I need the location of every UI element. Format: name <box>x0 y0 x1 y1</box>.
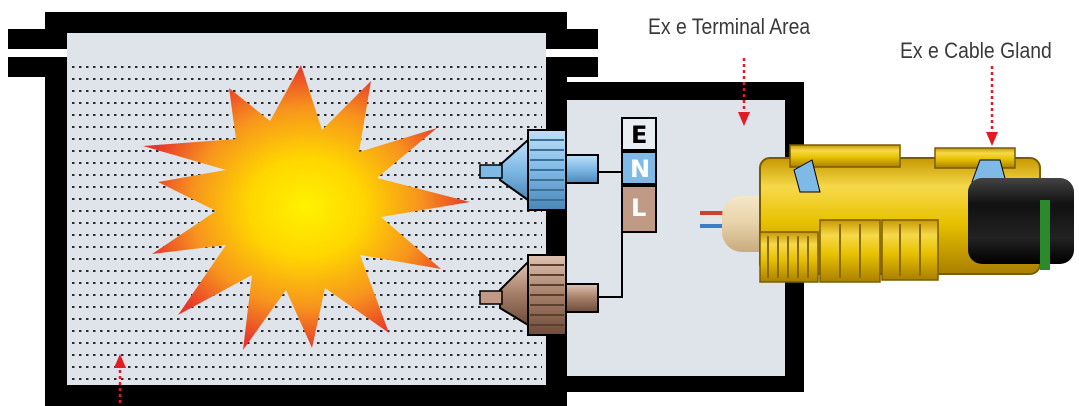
lower-bushing <box>479 213 623 336</box>
pointer-terminal-area-icon <box>738 58 750 126</box>
upper-bushing <box>479 129 622 211</box>
cable-gland <box>759 144 1074 283</box>
terminal-label-l: L <box>631 194 646 222</box>
explosion-burst-icon <box>143 65 470 350</box>
pointer-cable-gland-icon <box>986 66 998 146</box>
terminal-label-e: E <box>631 121 647 149</box>
terminal-label-n: N <box>630 155 650 183</box>
flameproof-enclosure <box>8 12 598 406</box>
terminal-block: E N L <box>621 117 657 233</box>
terminal-area-label: Ex e Terminal Area <box>648 14 811 39</box>
pointer-enclosure-icon <box>114 354 126 406</box>
cable-gland-label: Ex e Cable Gland <box>900 38 1052 63</box>
